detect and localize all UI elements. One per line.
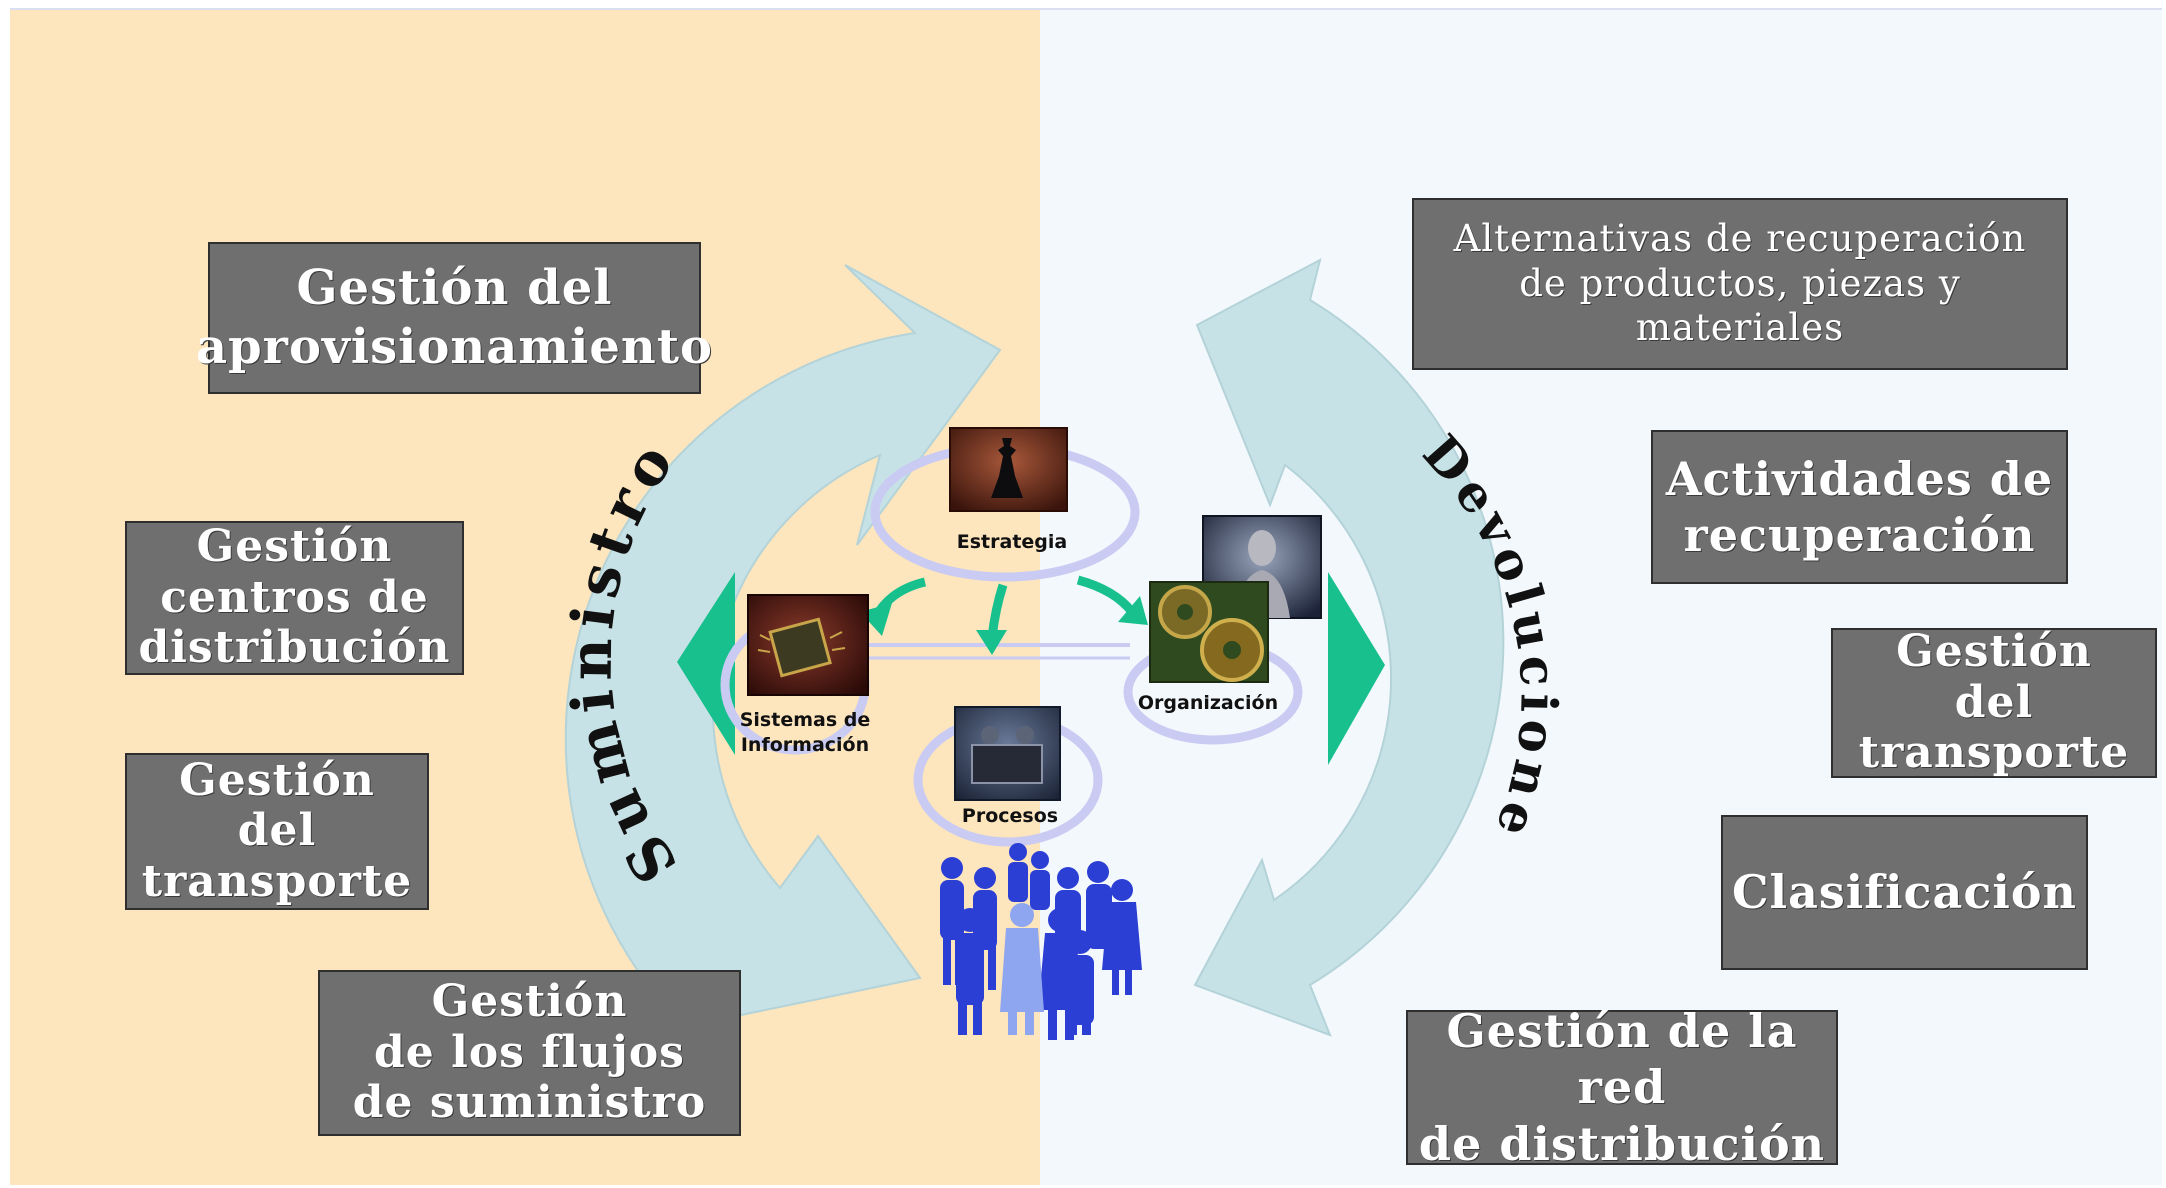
returns-cycle-arrow	[1193, 258, 1505, 1037]
gears-icon	[1149, 581, 1269, 683]
actividades-recuperacion-box: Actividades de recuperación	[1651, 430, 2068, 584]
gestion-red-box: Gestión de la red de distribución	[1406, 1004, 1838, 1171]
chess-piece-icon	[949, 427, 1068, 512]
gestion-transporte-supply-box: Gestión del transporte	[125, 753, 429, 910]
people-group-icon	[940, 843, 1142, 1040]
machine-icon	[954, 706, 1061, 801]
alternativas-recuperacion-box: Alternativas de recuperación de producto…	[1412, 198, 2068, 370]
gestion-centros-box: Gestión centros de distribución	[125, 521, 464, 675]
top-frame-line	[10, 8, 2162, 10]
left-green-triangle	[677, 572, 735, 755]
gestion-aprovisionamiento-box: Gestión del aprovisionamiento	[196, 242, 712, 394]
estrategia-label: Estrategia	[957, 531, 1067, 553]
organizacion-label: Organización	[1138, 692, 1278, 714]
right-green-triangle	[1328, 572, 1385, 765]
gestion-flujos-box: Gestión de los flujos de suministro	[318, 970, 741, 1136]
gestion-transporte-returns-box: Gestión del transporte	[1831, 626, 2157, 778]
sistemas-label-line1: Sistemas de	[740, 709, 871, 731]
circuit-board-icon	[747, 594, 869, 696]
procesos-label: Procesos	[962, 805, 1058, 827]
sistemas-label-line2: Información	[741, 734, 869, 756]
clasificacion-box: Clasificación	[1721, 815, 2088, 970]
